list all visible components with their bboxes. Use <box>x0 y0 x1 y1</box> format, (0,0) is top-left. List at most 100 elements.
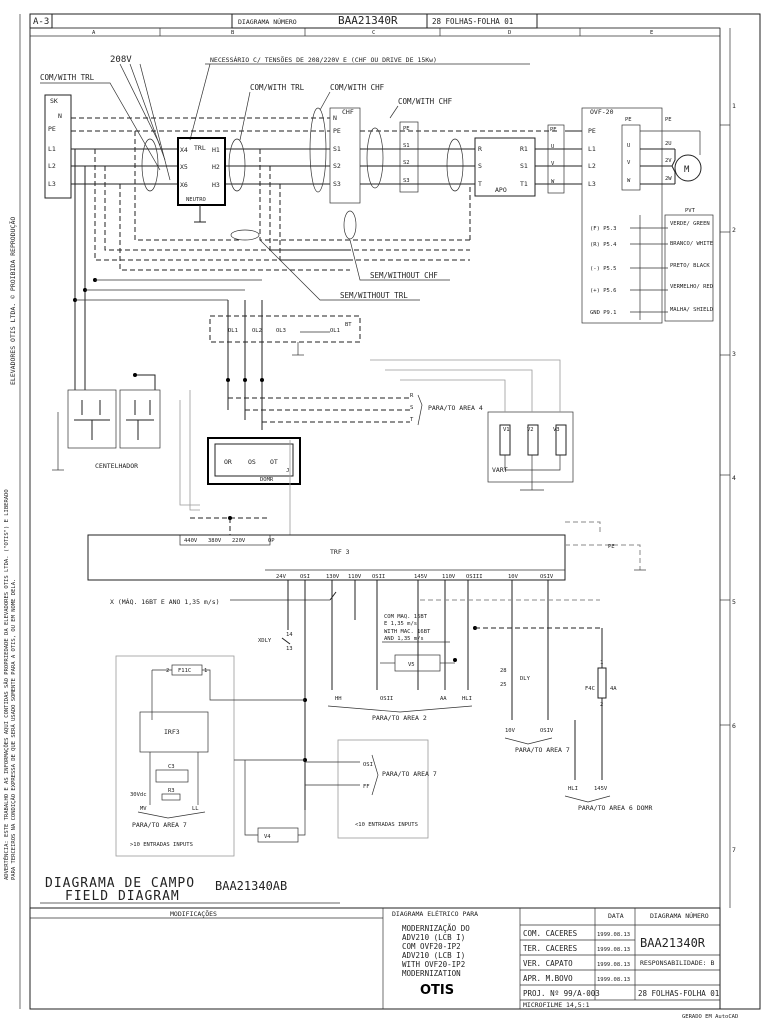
irf-panel <box>115 655 235 857</box>
pvt-color-4: VERMELHO/ RED <box>670 284 713 290</box>
note-para-area7-a: PARA/TO AREA 7 <box>515 746 570 754</box>
tb-row-1-label: COM. CACERES <box>523 929 578 938</box>
tb-numero: BAA21340R <box>640 936 706 950</box>
ovf-motor-u: U <box>627 143 630 149</box>
sk-term-l2: L2 <box>48 162 56 170</box>
domr-ot: OT <box>270 458 278 466</box>
column-label-b: B <box>231 30 235 36</box>
apo-s1: S1 <box>520 162 528 170</box>
trf-pe: PE <box>608 544 615 550</box>
column-label-e: E <box>650 30 653 36</box>
mid-term-v: V <box>551 161 555 167</box>
v1-label: V1 <box>503 427 510 433</box>
bt-ol3: OL3 <box>276 328 286 334</box>
area6-145v: 145V <box>594 786 608 792</box>
trf-tap-440: 440V <box>184 538 198 544</box>
ff-label: FF <box>363 784 370 790</box>
row-label-6: 6 <box>732 722 736 730</box>
ll-label: LL <box>192 806 199 812</box>
chf-n: N <box>333 114 337 122</box>
header-diagram-number: BAA21340R <box>338 14 398 27</box>
osi-label: OSI <box>363 762 373 768</box>
f4c-label: F4C <box>585 686 595 692</box>
note-para-area2: PARA/TO AREA 2 <box>372 714 427 722</box>
tb-row-2-date: 1999.08.13 <box>597 947 630 953</box>
tb-responsabilidade: RESPONSABILIDADE: B <box>640 959 714 967</box>
pvt-pin-2: (R) P5.4 <box>590 242 617 248</box>
filter-block <box>399 121 419 193</box>
f11c-pin-2: 2 <box>166 668 169 674</box>
pvt-color-3: PRETO/ BLACK <box>670 263 710 269</box>
tb-desc-2: ADV210 (LCB I) <box>402 933 465 942</box>
xdly-label: XDLY <box>258 638 272 644</box>
note-entradas-b: <10 ENTRADAS INPUTS <box>355 822 418 828</box>
note-208v: 208V <box>110 55 132 65</box>
tb-row-4-date: 1999.08.13 <box>597 977 630 983</box>
bt-label: BT <box>345 322 352 328</box>
column-label-d: D <box>508 30 511 36</box>
tb-desc-3: COM OVF20-IP2 <box>402 942 461 951</box>
r3-label: R3 <box>168 788 175 794</box>
note-para-area6: PARA/TO AREA 6 DOMR <box>578 804 652 812</box>
xdly-pin-14: 14 <box>286 632 293 638</box>
v3-label: V3 <box>553 427 560 433</box>
centelhador-right <box>119 389 161 449</box>
tb-modificacoes: MODIFICAÇÕES <box>170 909 217 918</box>
dly-label: DLY <box>520 676 531 682</box>
apo-label: APO <box>495 186 507 194</box>
tb-diagrama-eletrico: DIAGRAMA ELÉTRICO PARA <box>392 909 478 918</box>
pvt-pin-1: (F) P5.3 <box>590 226 617 232</box>
com-maq-4: AND 1,35 m/s <box>384 636 424 642</box>
ovf-label: OVF-20 <box>590 108 614 116</box>
area7-osiv: OSIV <box>540 728 554 734</box>
f11c-pin-1: 1 <box>204 668 207 674</box>
trl-x4: X4 <box>180 146 188 154</box>
sheet-ref: A-3 <box>33 17 49 27</box>
sk-switch <box>44 94 72 199</box>
note-com-trl-2: COM/WITH TRL <box>250 83 305 92</box>
tb-desc-1: MODERNIZAÇÃO DO <box>402 924 470 933</box>
tb-desc-5: WITH OVF20-IP2 <box>402 960 465 969</box>
ovf-l3: L3 <box>588 180 596 188</box>
apo-t1: T1 <box>520 180 528 188</box>
filter-s1: S1 <box>403 143 410 149</box>
row-label-4: 4 <box>732 474 736 482</box>
warning-line-2: PARA TERCEIROS NA CONDIÇÃO EXPRESSA DE Q… <box>10 579 17 880</box>
tb-projeto: PROJ. Nº 99/A-003 <box>523 989 600 998</box>
irf3-label: IRF3 <box>164 728 180 736</box>
apo-r: R <box>478 145 482 153</box>
tb-row-1-date: 1999.08.13 <box>597 932 630 938</box>
tb-row-3-label: VER. CAPATO <box>523 959 573 968</box>
note-com-chf-2: COM/WITH CHF <box>398 97 453 106</box>
note-com-trl-1: COM/WITH TRL <box>40 73 95 82</box>
ovf-pe: PE <box>588 127 596 135</box>
motor-symbol <box>674 154 702 182</box>
tb-row-3-date: 1999.08.13 <box>597 962 630 968</box>
filter-s3: S3 <box>403 178 410 184</box>
column-label-a: A <box>92 30 96 36</box>
copyright-notice: ELEVADORES OTIS LTDA. © PROIBIDA REPRODU… <box>8 217 17 385</box>
domr-block <box>207 437 301 485</box>
v2-label: V2 <box>527 427 534 433</box>
chf-s1: S1 <box>333 145 341 153</box>
pvt-pin-3: (-) P5.5 <box>590 266 617 272</box>
pvt-color-1: VERDE/ GREEN <box>670 221 710 227</box>
sk-term-n: N <box>58 112 62 120</box>
field-diagram-number: BAA21340AB <box>215 879 287 893</box>
column-label-c: C <box>372 30 375 36</box>
area2-hli: HLI <box>462 696 472 702</box>
sk-term-l1: L1 <box>48 145 56 153</box>
tb-desc-6: MODERNIZATION <box>402 969 461 978</box>
note-maq-line: X (MÁQ. 16BT E ANO 1,35 m/s) <box>110 597 220 606</box>
pvt-color-5: MALHA/ SHIELD <box>670 307 713 313</box>
chf-s2: S2 <box>333 162 341 170</box>
ovf-motor-v: V <box>627 160 631 166</box>
trf-label: TRF 3 <box>330 548 350 556</box>
tb-microfilme: MICROFILME 14,5:1 <box>523 1001 590 1009</box>
f4c-rating: 4A <box>610 686 617 692</box>
trf-out-osi: OSI <box>300 574 310 580</box>
ovf-motor-w: W <box>627 178 631 184</box>
area6-hli: HLI <box>568 786 578 792</box>
bt-ol1b: OL1 <box>330 328 340 334</box>
